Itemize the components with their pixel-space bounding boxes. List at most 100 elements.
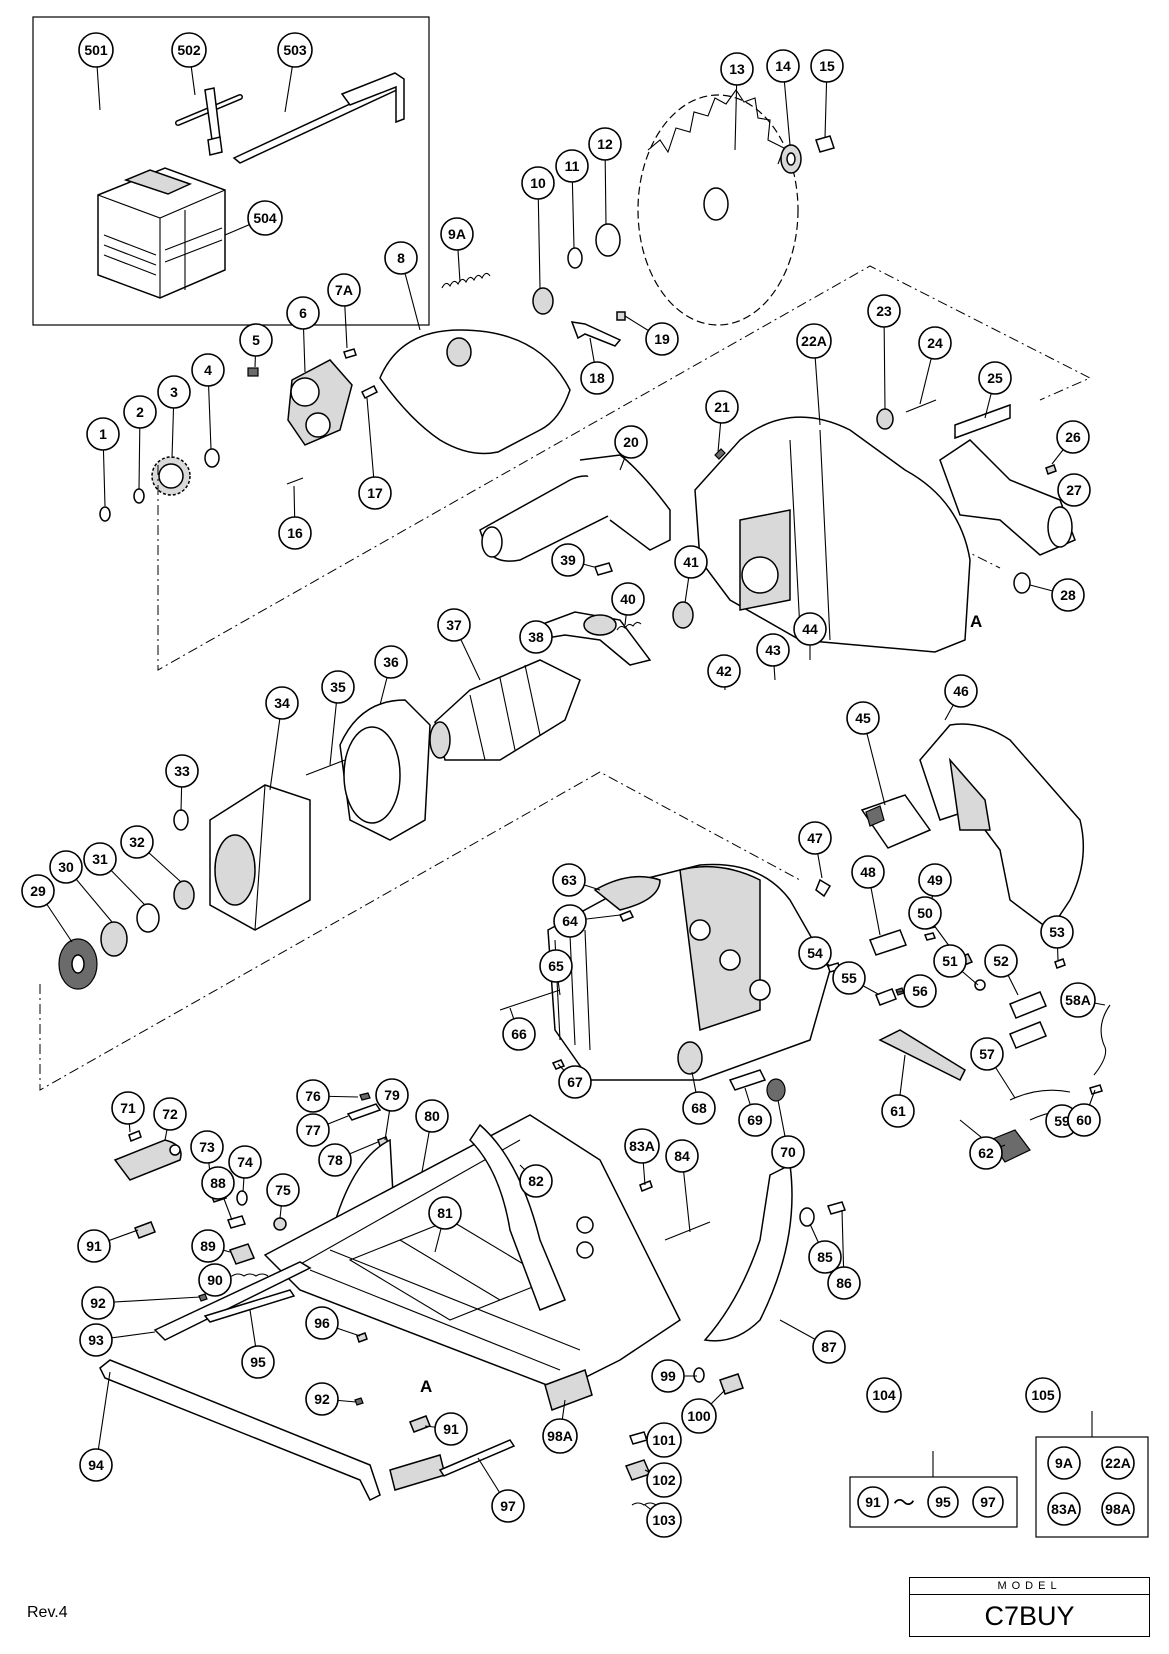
callout-33: 33 xyxy=(165,754,199,788)
callout-22A: 22A xyxy=(796,323,832,359)
callout-89: 89 xyxy=(191,1229,225,1263)
callout-circle xyxy=(810,49,844,83)
callout-label: 18 xyxy=(589,370,605,386)
callout-circle xyxy=(933,944,967,978)
washer-99 xyxy=(693,1367,705,1383)
wing-bolt-91-lower xyxy=(409,1415,431,1433)
callout-93: 93 xyxy=(79,1323,113,1357)
callout-78: 78 xyxy=(318,1143,352,1177)
callout-circle xyxy=(539,949,573,983)
collar-12 xyxy=(595,223,621,257)
callout-circle xyxy=(832,961,866,995)
cord-58A xyxy=(1093,1004,1111,1076)
callout-circle xyxy=(77,1229,111,1263)
callout-label: 27 xyxy=(1066,482,1082,498)
callout-circle xyxy=(646,1462,682,1498)
callout-35: 35 xyxy=(321,670,355,704)
callout-label: 102 xyxy=(652,1472,676,1488)
callout-label: 70 xyxy=(780,1144,796,1160)
callout-circle xyxy=(358,476,392,510)
ring-30 xyxy=(100,921,128,957)
plate-97 xyxy=(438,1439,516,1477)
screw-24 xyxy=(905,399,937,413)
callout-15: 15 xyxy=(810,49,844,83)
callout-label: 14 xyxy=(775,58,791,74)
callout-label: 30 xyxy=(58,859,74,875)
noise-suppressor-52 xyxy=(1009,991,1047,1049)
callout-46: 46 xyxy=(944,674,978,708)
callout-circle xyxy=(552,863,586,897)
callout-circle xyxy=(49,850,83,884)
callout-18: 18 xyxy=(580,361,614,395)
callout-circle xyxy=(796,323,832,359)
callout-circle xyxy=(521,166,555,200)
callout-83A: 83A xyxy=(624,1128,660,1164)
callout-label: 66 xyxy=(511,1026,527,1042)
callout-504: 504 xyxy=(247,200,283,236)
svg-text:22A: 22A xyxy=(1105,1455,1131,1471)
callout-39: 39 xyxy=(551,543,585,577)
screw-64 xyxy=(618,910,635,922)
callout-circle xyxy=(665,1139,699,1173)
callout-label: 72 xyxy=(162,1106,178,1122)
switch-45 xyxy=(860,794,932,849)
callout-circle xyxy=(428,1196,462,1230)
callout-label: 40 xyxy=(620,591,636,607)
callout-label: 12 xyxy=(597,136,613,152)
callout-label: 17 xyxy=(367,485,383,501)
callout-circle xyxy=(375,1078,409,1112)
callout-label: 34 xyxy=(274,695,290,711)
callout-label: 56 xyxy=(912,983,928,999)
callout-label: 89 xyxy=(200,1238,216,1254)
callout-circle xyxy=(918,863,952,897)
callout-label: 43 xyxy=(765,642,781,658)
callout-circle xyxy=(978,361,1012,395)
callout-circle xyxy=(277,32,313,68)
callout-circle xyxy=(881,1094,915,1128)
svg-text:95: 95 xyxy=(935,1494,951,1510)
callout-circle xyxy=(79,1448,113,1482)
callout-circle xyxy=(165,754,199,788)
callout-label: 62 xyxy=(978,1145,994,1161)
callout-label: 92 xyxy=(314,1391,330,1407)
callout-circle xyxy=(21,874,55,908)
callout-87: 87 xyxy=(812,1330,846,1364)
leader-line xyxy=(537,182,541,289)
callout-circle xyxy=(1057,473,1091,507)
callout-30: 30 xyxy=(49,850,83,884)
callout-label: 91 xyxy=(443,1421,459,1437)
callout-68: 68 xyxy=(682,1091,716,1125)
gear-3 xyxy=(151,456,191,496)
washer-74 xyxy=(236,1190,248,1206)
callout-label: 503 xyxy=(283,42,307,58)
callout-circle xyxy=(846,701,880,735)
callout-circle xyxy=(798,821,832,855)
wing-bolt-91 xyxy=(134,1221,156,1239)
callout-circle xyxy=(434,1412,468,1446)
callout-label: 68 xyxy=(691,1100,707,1116)
callout-105: 105 xyxy=(1025,1377,1061,1413)
callout-label: 71 xyxy=(120,1100,136,1116)
callout-circle xyxy=(798,936,832,970)
callout-circle xyxy=(646,1502,682,1538)
callout-82: 82 xyxy=(519,1164,553,1198)
callout-76: 76 xyxy=(296,1079,330,1113)
callout-label: 76 xyxy=(305,1088,321,1104)
callout-label: 1 xyxy=(99,426,107,442)
callout-circle xyxy=(771,1135,805,1169)
callout-circle xyxy=(265,686,299,720)
callout-label: 90 xyxy=(207,1272,223,1288)
callout-74: 74 xyxy=(228,1145,262,1179)
callout-circle xyxy=(944,674,978,708)
callout-circle xyxy=(908,896,942,930)
callout-label: 20 xyxy=(623,434,639,450)
callout-label: 6 xyxy=(299,305,307,321)
callout-circle xyxy=(327,273,361,307)
sleeve-53 xyxy=(1054,958,1066,969)
washer-31 xyxy=(136,903,160,933)
callout-34: 34 xyxy=(265,686,299,720)
callout-circle xyxy=(646,1422,682,1458)
callout-79: 79 xyxy=(375,1078,409,1112)
callout-label: 81 xyxy=(437,1205,453,1221)
callout-50: 50 xyxy=(908,896,942,930)
